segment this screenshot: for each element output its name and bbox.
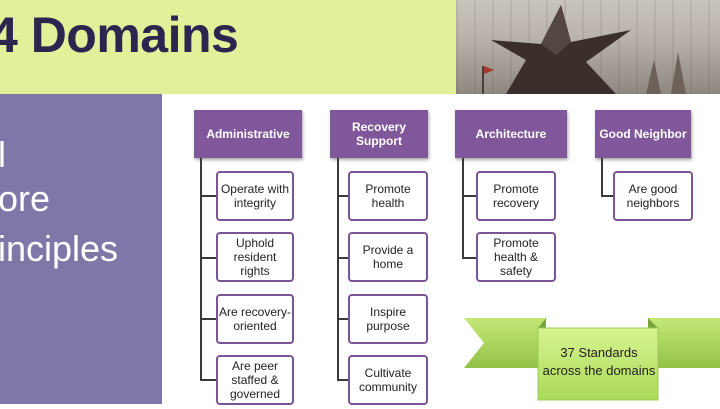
- star-photo: [456, 0, 720, 94]
- item-promote-recovery: Promote recovery: [476, 171, 556, 221]
- domain-header-architecture: Architecture: [455, 110, 567, 158]
- standards-banner: [462, 314, 720, 404]
- left-panel: l ore inciples: [0, 94, 162, 404]
- flag: [484, 66, 494, 74]
- item-peer-staffed: Are peer staffed & governed: [216, 355, 294, 405]
- item-provide-a-home: Provide a home: [348, 232, 428, 282]
- connector: [200, 379, 216, 381]
- connector: [337, 379, 348, 381]
- connector: [462, 257, 476, 259]
- connector: [462, 195, 476, 197]
- title-bar: 4 Domains: [0, 0, 456, 94]
- connector: [337, 195, 348, 197]
- item-promote-health: Promote health: [348, 171, 428, 221]
- connector: [200, 257, 216, 259]
- domain-header-administrative: Administrative: [194, 110, 302, 158]
- item-recovery-oriented: Are recovery-oriented: [216, 294, 294, 344]
- flag-pole: [482, 66, 484, 94]
- connector: [200, 318, 216, 320]
- connector-vertical: [200, 158, 202, 380]
- connector: [601, 195, 613, 197]
- banner-ribbon: [464, 318, 720, 401]
- banner-text: 37 Standards across the domains: [542, 345, 656, 378]
- item-uphold-resident-rights: Uphold resident rights: [216, 232, 294, 282]
- connector: [200, 195, 216, 197]
- item-operate-with-integrity: Operate with integrity: [216, 171, 294, 221]
- slide-title: 4 Domains: [0, 7, 239, 63]
- item-inspire-purpose: Inspire purpose: [348, 294, 428, 344]
- panel-line-3: inciples: [0, 228, 119, 269]
- star-highlight: [541, 5, 571, 55]
- star-image: [482, 5, 686, 94]
- domain-header-good-neighbor: Good Neighbor: [595, 110, 691, 158]
- connector: [337, 318, 348, 320]
- domain-header-recovery-support: Recovery Support: [330, 110, 428, 158]
- panel-line-2: ore: [0, 178, 51, 219]
- item-are-good-neighbors: Are good neighbors: [613, 171, 693, 221]
- connector-vertical: [601, 158, 603, 196]
- panel-line-1: l: [0, 134, 6, 175]
- connector-vertical: [462, 158, 464, 258]
- item-cultivate-community: Cultivate community: [348, 355, 428, 405]
- tree-silhouettes: [646, 52, 686, 94]
- item-promote-health-safety: Promote health & safety: [476, 232, 556, 282]
- connector: [337, 257, 348, 259]
- connector-vertical: [337, 158, 339, 380]
